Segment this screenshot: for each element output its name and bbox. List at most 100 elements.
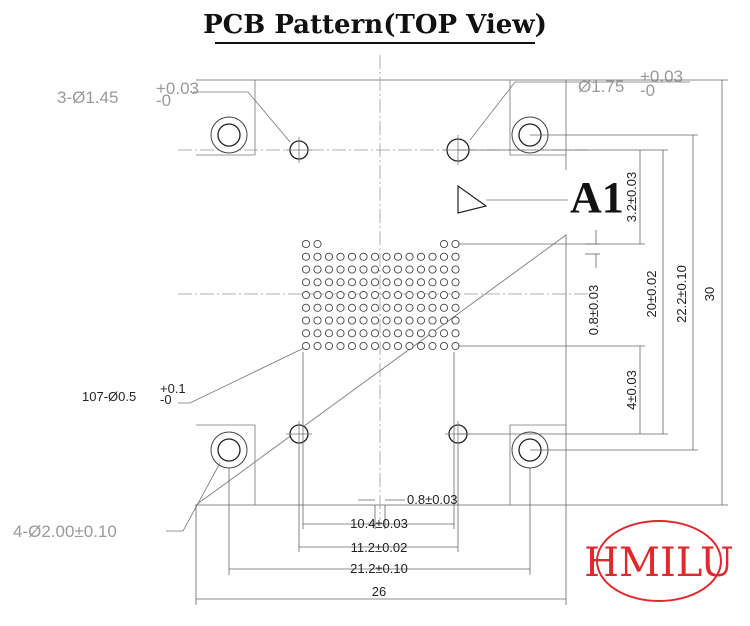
ball-hole — [313, 290, 322, 300]
mount-hole-tl — [210, 116, 248, 154]
mount-hole-bl — [210, 431, 248, 469]
ball-hole — [439, 316, 449, 325]
ball-hole — [301, 265, 311, 274]
ball-hole — [416, 341, 426, 351]
ball-hole — [336, 252, 345, 261]
ball-hole — [393, 290, 403, 300]
ball-hole — [313, 278, 322, 287]
ball-hole — [428, 303, 437, 312]
ball-hole — [313, 239, 322, 249]
ball-hole — [428, 278, 437, 287]
ball-hole — [439, 278, 449, 287]
dim-h-pitch: 0.8±0.03 — [407, 492, 458, 507]
ball-hole — [347, 341, 357, 351]
ball-hole — [301, 252, 311, 261]
ball-hole — [382, 278, 391, 287]
ball-hole — [301, 316, 311, 325]
top-right-hole-tol-plus: +0.03 — [640, 67, 683, 86]
ball-hole — [359, 341, 368, 351]
ball-hole — [313, 265, 322, 274]
ball-hole — [439, 341, 449, 351]
ball-hole — [370, 265, 380, 274]
ball-hole — [405, 341, 414, 351]
ball-hole — [382, 265, 391, 274]
ball-hole — [393, 329, 403, 338]
ball-hole — [370, 278, 380, 287]
ball-hole — [359, 316, 368, 325]
ball-holes-tol-plus: +0.1 — [160, 381, 186, 396]
ball-hole — [451, 290, 460, 300]
board-outline — [194, 79, 567, 506]
corner-pad-bl — [196, 424, 256, 505]
ball-hole — [393, 265, 403, 274]
ball-hole — [370, 290, 380, 300]
ball-hole — [393, 303, 403, 312]
page-title: PCB Pattern(TOP View) — [203, 10, 547, 40]
ball-hole — [405, 290, 414, 300]
ball-hole — [370, 303, 380, 312]
ball-hole — [382, 290, 391, 300]
ball-hole — [382, 316, 391, 325]
corner-pad-tr — [509, 80, 566, 156]
ball-hole — [313, 252, 322, 261]
ball-hole — [451, 265, 460, 274]
hmilu-logo: HMILU — [584, 520, 734, 602]
top-right-hole-tol-minus: -0 — [640, 81, 655, 100]
guide-holes-leader — [193, 91, 291, 143]
dimension-lines-horizontal — [195, 352, 567, 605]
ball-hole — [313, 341, 322, 351]
ball-hole — [428, 329, 437, 338]
ball-hole — [324, 265, 334, 274]
guide-hole-bottom-left — [286, 421, 312, 447]
dim-v-pitch: 0.8±0.03 — [586, 285, 601, 336]
ball-hole — [370, 252, 380, 261]
ball-hole — [301, 329, 311, 338]
ball-hole — [324, 290, 334, 300]
ball-hole — [428, 290, 437, 300]
ball-hole — [428, 316, 437, 325]
ball-hole — [359, 303, 368, 312]
ball-hole — [416, 290, 426, 300]
ball-hole — [347, 278, 357, 287]
ball-hole — [439, 290, 449, 300]
ball-hole — [336, 316, 345, 325]
ball-hole — [416, 329, 426, 338]
ball-hole — [382, 341, 391, 351]
guide-holes-callout: 3-Ø1.45 — [57, 88, 118, 107]
ball-hole — [347, 329, 357, 338]
ball-hole — [439, 329, 449, 338]
ball-hole — [336, 303, 345, 312]
ball-hole — [313, 329, 322, 338]
ball-hole — [301, 341, 311, 351]
ball-hole — [428, 252, 437, 261]
ball-hole — [439, 239, 449, 249]
ball-hole — [451, 303, 460, 312]
ball-hole — [313, 303, 322, 312]
ball-hole — [416, 316, 426, 325]
dim-v-board-height: 30 — [702, 287, 717, 301]
ball-hole — [370, 329, 380, 338]
dim-h-grid-width: 10.4±0.03 — [350, 516, 408, 531]
ball-hole — [451, 329, 460, 338]
ball-hole — [301, 239, 311, 249]
ball-hole — [324, 252, 334, 261]
ball-hole — [347, 252, 357, 261]
dim-v-guide-to-grid: 3.2±0.03 — [624, 172, 639, 223]
ball-hole — [359, 278, 368, 287]
dim-v-mount-spacing: 22.2±0.10 — [674, 265, 689, 323]
ball-hole — [347, 265, 357, 274]
ball-hole — [336, 290, 345, 300]
ball-hole — [347, 316, 357, 325]
ball-hole — [439, 252, 449, 261]
ball-hole — [405, 265, 414, 274]
svg-text:HMILU: HMILU — [584, 540, 734, 586]
ball-hole — [347, 303, 357, 312]
ball-hole — [313, 316, 322, 325]
ball-hole — [324, 278, 334, 287]
ball-hole — [451, 252, 460, 261]
top-right-hole-leader — [469, 81, 690, 141]
ball-hole — [347, 290, 357, 300]
ball-hole — [336, 265, 345, 274]
mount-holes-callout: 4-Ø2.00±0.10 — [13, 522, 117, 541]
dim-h-mount-spacing: 21.2±0.10 — [350, 561, 408, 576]
